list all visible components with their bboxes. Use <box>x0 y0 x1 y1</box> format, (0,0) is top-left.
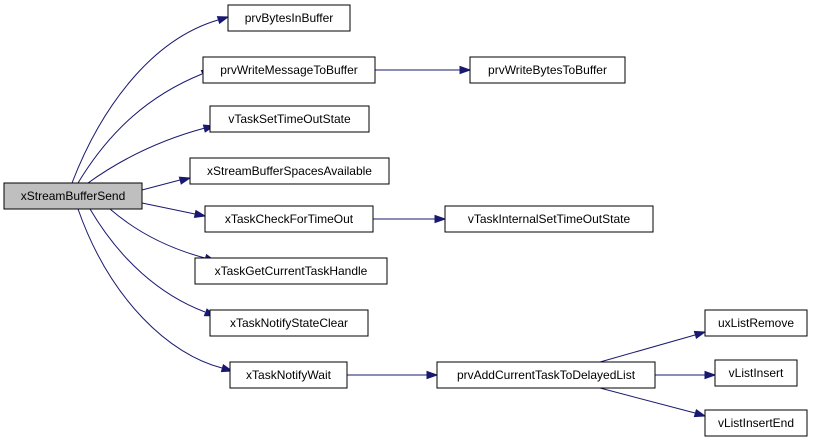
node-box[interactable] <box>209 105 370 133</box>
node-prvWriteBytesToBuffer[interactable]: prvWriteBytesToBuffer <box>469 56 626 84</box>
node-vListInsertEnd[interactable]: vListInsertEnd <box>704 409 808 437</box>
arrowhead-n11-n14 <box>693 409 707 418</box>
node-label: xTaskGetCurrentTaskHandle <box>215 264 368 278</box>
node-label: prvAddCurrentTaskToDelayedList <box>457 368 636 382</box>
node-prvAddCurrentTaskToDelayedList[interactable]: prvAddCurrentTaskToDelayedList <box>436 361 656 389</box>
node-label: vTaskInternalSetTimeOutState <box>468 212 631 226</box>
arrowhead-n6-n7 <box>434 214 447 224</box>
node-box[interactable] <box>704 309 808 337</box>
node-box[interactable] <box>704 409 808 437</box>
node-uxListRemove[interactable]: uxListRemove <box>704 309 808 337</box>
edge-root-n8 <box>109 208 206 259</box>
edge-root-n6 <box>141 202 196 215</box>
edge-root-n1 <box>71 19 219 184</box>
node-xTaskNotifyStateClear[interactable]: xTaskNotifyStateClear <box>209 309 369 337</box>
node-vTaskInternalSetTimeOutState[interactable]: vTaskInternalSetTimeOutState <box>444 205 654 233</box>
node-prvBytesInBuffer[interactable]: prvBytesInBuffer <box>227 4 351 32</box>
arrowhead-n10-n11 <box>426 370 439 380</box>
node-label: xTaskNotifyStateClear <box>230 316 348 330</box>
arrowhead-n11-n12 <box>693 330 707 339</box>
node-vTaskSetTimeOutState[interactable]: vTaskSetTimeOutState <box>209 105 370 133</box>
edge-root-n9 <box>89 208 206 313</box>
node-xTaskNotifyWait[interactable]: xTaskNotifyWait <box>229 361 348 389</box>
node-box[interactable] <box>714 359 798 387</box>
node-label: vTaskSetTimeOutState <box>228 112 351 126</box>
node-box[interactable] <box>229 361 348 389</box>
edge-root-n10 <box>77 208 223 369</box>
node-label: vListInsert <box>729 366 784 380</box>
node-label: uxListRemove <box>718 316 794 330</box>
node-xStreamBufferSpacesAvailable[interactable]: xStreamBufferSpacesAvailable <box>189 157 390 185</box>
node-box[interactable] <box>204 205 374 233</box>
arrowhead-root-n5 <box>178 176 192 185</box>
arrowhead-n11-n13 <box>704 370 717 380</box>
node-box[interactable] <box>194 257 388 285</box>
node-box[interactable] <box>3 182 143 210</box>
arrowhead-root-n6 <box>193 209 207 219</box>
edge-n11-n14 <box>599 387 696 414</box>
nodes-layer: xStreamBufferSend prvBytesInBuffer prvWrit… <box>3 4 808 437</box>
node-xTaskCheckForTimeOut[interactable]: xTaskCheckForTimeOut <box>204 205 374 233</box>
node-prvWriteMessageToBuffer[interactable]: prvWriteMessageToBuffer <box>202 56 376 84</box>
node-xStreamBufferSend[interactable]: xStreamBufferSend <box>3 182 143 210</box>
arrowhead-n2-n3 <box>459 65 472 75</box>
node-label: xStreamBufferSend <box>21 189 126 203</box>
node-box[interactable] <box>444 205 654 233</box>
node-box[interactable] <box>436 361 656 389</box>
node-label: xStreamBufferSpacesAvailable <box>207 164 372 178</box>
arrowhead-root-n1 <box>216 16 230 25</box>
node-label: xTaskCheckForTimeOut <box>225 212 354 226</box>
edge-root-n4 <box>87 127 206 184</box>
node-label: prvBytesInBuffer <box>245 11 334 25</box>
edge-root-n5 <box>141 179 181 191</box>
node-label: vListInsertEnd <box>718 416 794 430</box>
node-box[interactable] <box>469 56 626 84</box>
node-xTaskGetCurrentTaskHandle[interactable]: xTaskGetCurrentTaskHandle <box>194 257 388 285</box>
node-box[interactable] <box>227 4 351 32</box>
edge-n11-n12 <box>599 334 696 363</box>
node-vListInsert[interactable]: vListInsert <box>714 359 798 387</box>
node-box[interactable] <box>209 309 369 337</box>
arrowhead-root-n10 <box>220 364 234 373</box>
node-box[interactable] <box>189 157 390 185</box>
edge-root-n2 <box>77 73 203 184</box>
node-label: xTaskNotifyWait <box>246 368 332 382</box>
node-box[interactable] <box>202 56 376 84</box>
node-label: prvWriteBytesToBuffer <box>488 63 607 77</box>
node-label: prvWriteMessageToBuffer <box>220 63 358 77</box>
